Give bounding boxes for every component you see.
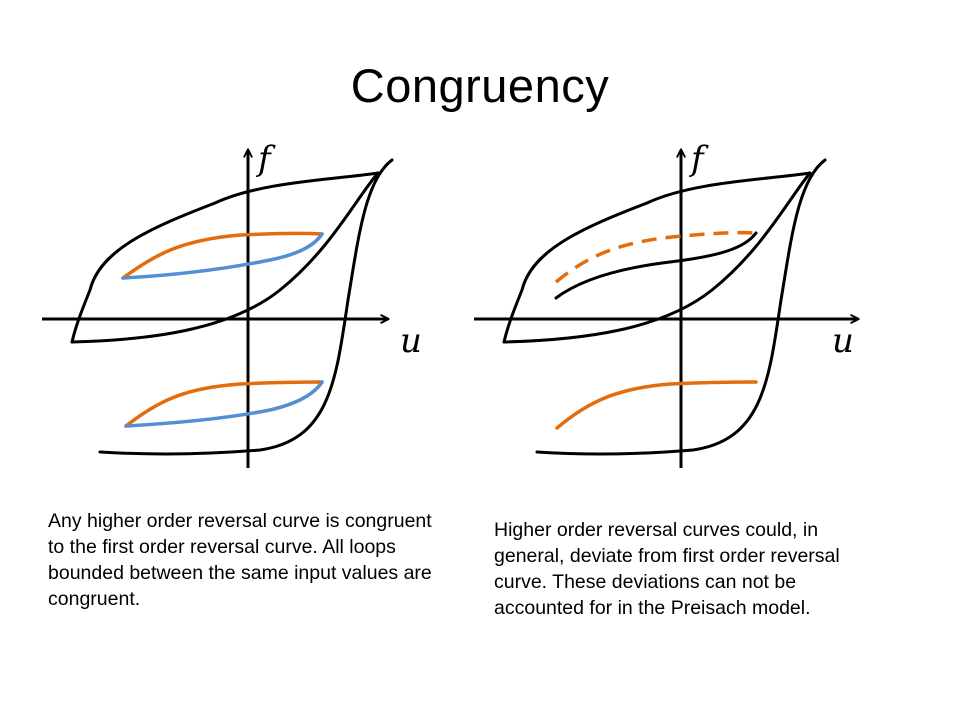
major-loop-left-ascending [70, 171, 380, 344]
major-loop-left [70, 158, 394, 456]
x-axis-label-left: u [400, 321, 422, 361]
first-order-reversal-curve-lower-left [124, 380, 324, 428]
major-loop-right-top [502, 171, 812, 344]
diagram-left: f u [42, 139, 422, 468]
first-order-reversal-curve-upper-right [554, 230, 757, 284]
x-axis-label-right: u [832, 321, 854, 361]
slide-title: Congruency [350, 59, 610, 112]
higher-order-reversal-curve-upper-right [554, 231, 758, 300]
major-loop-left-descending [98, 158, 394, 456]
caption-left: Any higher order reversal curve is congr… [48, 510, 432, 610]
lower-reversal-curve-right [555, 380, 758, 430]
upper-reversal-curves-right [554, 230, 758, 300]
caption-right: Higher order reversal curves could, in g… [494, 519, 840, 619]
axes-right [474, 150, 858, 468]
major-loop-right-descending [535, 158, 827, 456]
major-loop-right-ascending [502, 171, 812, 344]
higher-order-reversal-curve-upper-left [121, 232, 324, 280]
lower-reversal-loop-left [124, 380, 324, 428]
major-loop-left-top [70, 171, 380, 344]
major-loop-right [502, 158, 827, 456]
y-axis-label-right: f [688, 139, 709, 179]
diagram-right: f u [474, 139, 858, 468]
axes-left [42, 150, 388, 468]
higher-order-reversal-curve-lower-left [124, 380, 324, 428]
first-order-reversal-curve-upper-left [121, 231, 324, 280]
first-order-reversal-curve-lower-right [555, 380, 758, 430]
y-axis-label-left: f [255, 139, 276, 179]
upper-reversal-loop-left [121, 231, 324, 280]
